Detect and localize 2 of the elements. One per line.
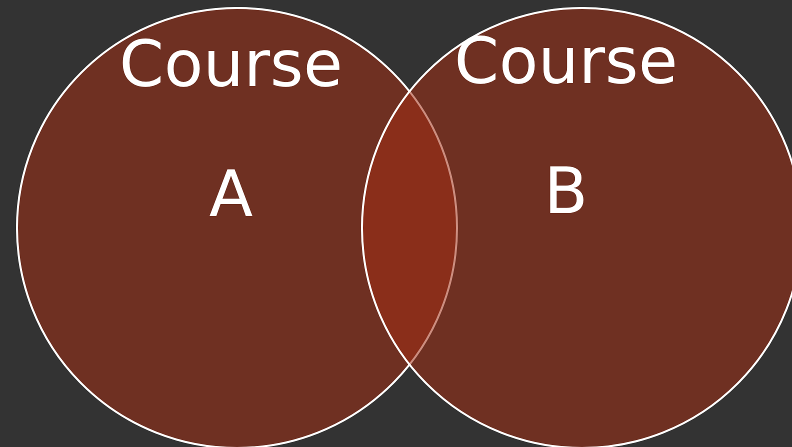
circle-label: Course A <box>118 27 344 234</box>
circle-label: Course B <box>453 24 679 231</box>
